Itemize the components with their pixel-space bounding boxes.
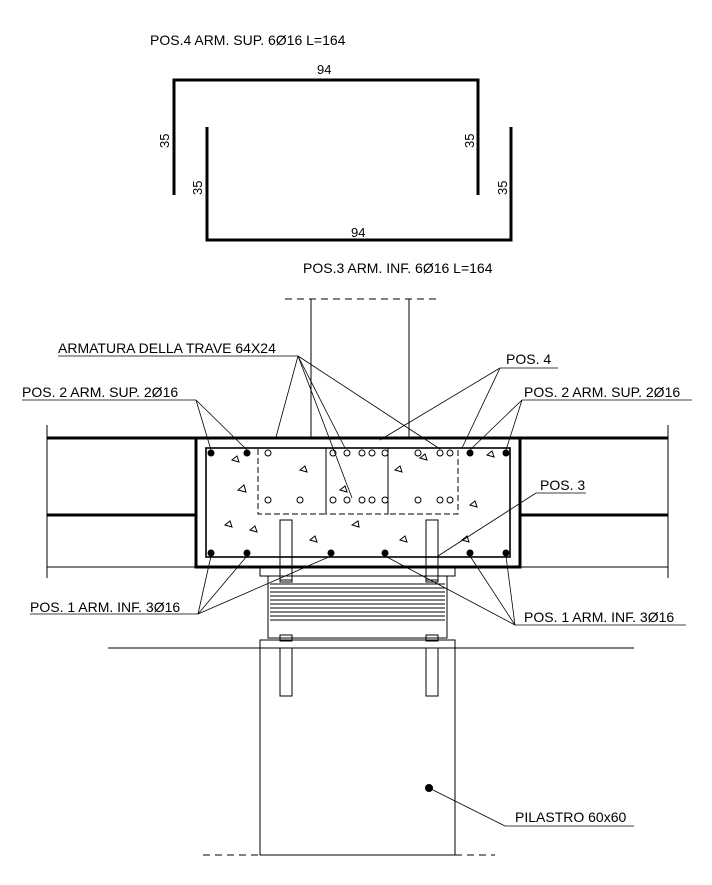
beam-outline: [194, 436, 522, 569]
column-anchor: [279, 647, 293, 697]
pos2-left-label: POS. 2 ARM. SUP. 2Ø16: [22, 384, 178, 400]
pos3-bar-shape: 35 35 94 POS.3 ARM. INF. 6Ø16 L=164: [190, 127, 513, 276]
slab-lines: [46, 425, 669, 578]
column-outline: [259, 639, 456, 856]
column-anchor: [425, 647, 439, 697]
pos4-label: POS. 4: [506, 351, 551, 367]
bearing-pad: [259, 566, 456, 642]
inner-stirrup: [257, 447, 327, 515]
pos4-right-leg: 35: [462, 134, 477, 148]
inner-stirrup: [325, 447, 389, 515]
column-label: PILASTRO 60x60: [515, 809, 626, 825]
pos4-bar-line: [172, 78, 480, 195]
beam-label: ARMATURA DELLA TRAVE 64X24: [58, 340, 276, 356]
anchor-sleeve: [425, 519, 439, 581]
pos1-right-label: POS. 1 ARM. INF. 3Ø16: [524, 609, 674, 625]
pos2-right-label: POS. 2 ARM. SUP. 2Ø16: [524, 384, 680, 400]
pos3-label: POS. 3: [540, 477, 585, 493]
main-rebars: [207, 449, 510, 557]
pos3-bottom-length: 94: [351, 225, 365, 240]
pos4-top-length: 94: [317, 62, 331, 77]
pos4-left-leg: 35: [157, 134, 172, 148]
secondary-rebars: [264, 449, 454, 504]
pos4-title: POS.4 ARM. SUP. 6Ø16 L=164: [150, 32, 346, 48]
anchor-sleeve: [279, 519, 293, 581]
column: [108, 639, 634, 856]
pos3-left-leg: 35: [190, 181, 205, 195]
pos3-right-leg: 35: [495, 181, 510, 195]
pos4-bar-shape: POS.4 ARM. SUP. 6Ø16 L=164 94 35 35: [150, 32, 480, 195]
pos3-title: POS.3 ARM. INF. 6Ø16 L=164: [303, 260, 493, 276]
annotations: ARMATURA DELLA TRAVE 64X24 POS. 4 POS. 2…: [22, 340, 692, 827]
pos3-bar-line: [205, 127, 513, 242]
inner-stirrup: [387, 447, 459, 515]
upper-column-stub: [285, 298, 440, 437]
concrete-hatch: [223, 450, 495, 543]
pos1-left-label: POS. 1 ARM. INF. 3Ø16: [30, 599, 180, 615]
